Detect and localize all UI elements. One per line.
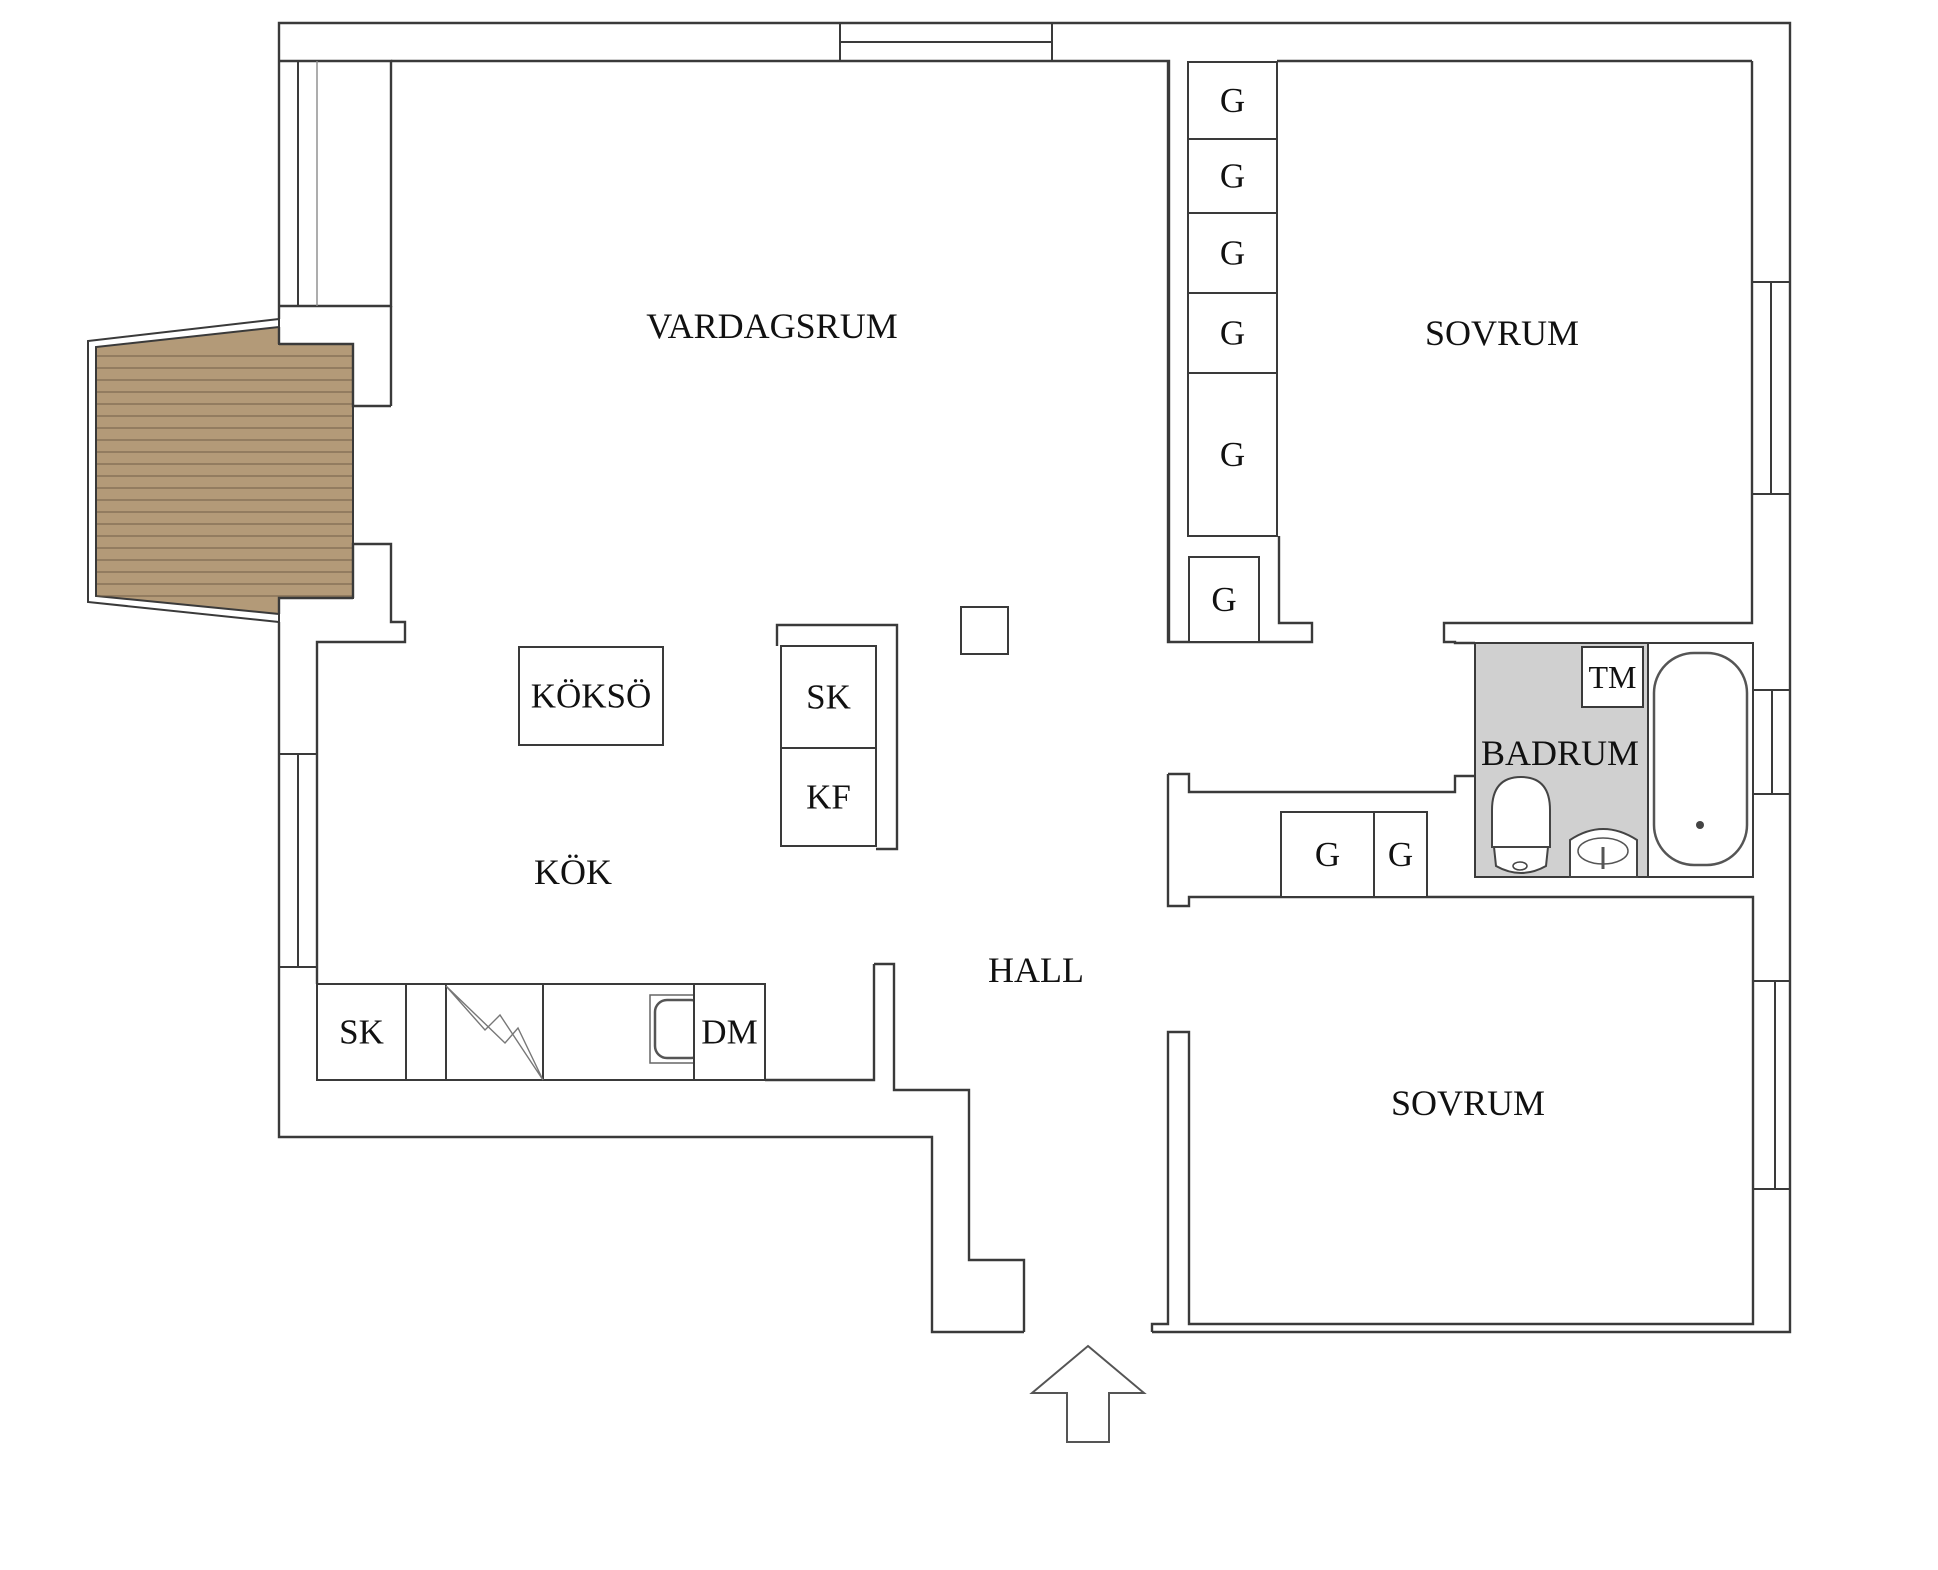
room-label-badrum: BADRUM — [1481, 733, 1639, 773]
outer-wall-bottom-left — [277, 622, 1024, 1334]
living-left-inner-upper — [279, 59, 393, 308]
closet: G — [1187, 138, 1278, 214]
balcony-deck — [95, 325, 354, 616]
living-room-wall — [391, 59, 1171, 642]
closet-label: G — [1220, 435, 1245, 474]
fixture-label: DM — [701, 1013, 757, 1052]
closet: G — [1187, 372, 1278, 537]
closet-label: G — [1315, 835, 1340, 874]
fixture-label: SK — [806, 678, 851, 717]
closet: G — [1280, 811, 1375, 898]
room-label-kok: KÖK — [534, 852, 612, 892]
stove-icon — [445, 985, 544, 1081]
fixture-dm: DM — [693, 983, 766, 1081]
closet: G — [1187, 212, 1278, 294]
fixture-label: KÖKSÖ — [531, 677, 652, 716]
closet-label: G — [1388, 835, 1413, 874]
room-labels: VARDAGSRUM SOVRUM SOVRUM KÖK HALL BADRUM — [534, 306, 1639, 1123]
closet: G — [1373, 811, 1428, 898]
walls — [277, 21, 1792, 1334]
fixtures: KÖKSÖ SK KF SK DM TM — [316, 645, 1644, 1081]
toilet-icon — [1491, 775, 1551, 874]
fixture-sk-upper: SK — [780, 645, 877, 749]
sink-icon — [1569, 828, 1638, 878]
closet-label: G — [1220, 157, 1245, 196]
fixture-label: KF — [806, 778, 851, 817]
column — [960, 606, 1009, 655]
outer-wall — [277, 21, 1792, 1334]
fixture-sk-lower: SK — [316, 983, 407, 1081]
closet-label: G — [1220, 81, 1245, 120]
room-label-sovrum-upper: SOVRUM — [1425, 313, 1579, 353]
bathtub-icon — [1652, 651, 1749, 867]
closet: G — [1188, 556, 1260, 643]
fixture-label: SK — [339, 1013, 384, 1052]
room-label-sovrum-lower: SOVRUM — [1391, 1083, 1545, 1123]
balcony-planks — [97, 355, 352, 597]
fixture-kf: KF — [780, 747, 877, 847]
bathtub-drain-icon — [1696, 821, 1704, 829]
fixture-label: TM — [1589, 659, 1637, 695]
room-label-vardagsrum: VARDAGSRUM — [646, 306, 897, 346]
closet-label: G — [1211, 580, 1236, 619]
fixture-kokso: KÖKSÖ — [518, 646, 664, 746]
closet: G — [1187, 61, 1278, 140]
entrance-arrow-icon — [1029, 1344, 1147, 1443]
closet: G — [1187, 292, 1278, 374]
bathroom — [1474, 642, 1754, 878]
fixture-tm: TM — [1581, 646, 1644, 708]
closet-label: G — [1220, 234, 1245, 273]
room-label-hall: HALL — [988, 950, 1084, 990]
balcony — [87, 317, 354, 624]
closet-label: G — [1220, 314, 1245, 353]
